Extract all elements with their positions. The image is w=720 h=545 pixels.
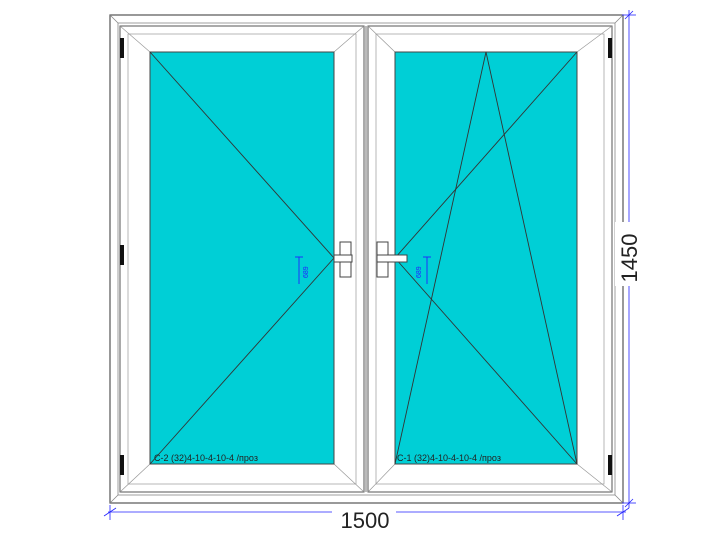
width-dimension-label: 1500	[341, 508, 390, 533]
left-handle-height-marker: 689	[295, 256, 310, 284]
hinge-icon	[608, 38, 612, 58]
hinge-icons	[120, 38, 612, 475]
left-sash: С-2 (32)4-10-4-10-4 /проз	[119, 25, 365, 493]
width-dimension: 1500	[103, 505, 630, 533]
right-tilt-line-right	[485, 51, 578, 465]
hinge-icon	[120, 455, 124, 475]
left-handle	[333, 241, 353, 278]
left-glass-pane	[149, 51, 335, 465]
left-glass-label: С-2 (32)4-10-4-10-4 /проз	[154, 453, 258, 463]
hinge-icon	[120, 245, 124, 265]
right-handle-height-label: 689	[416, 266, 423, 278]
hinge-icon	[120, 38, 124, 58]
left-opening-line-top	[149, 51, 335, 259]
right-opening-line-bottom	[394, 257, 578, 465]
hinge-icon	[608, 455, 612, 475]
left-handle-height-label: 689	[303, 266, 310, 278]
left-opening-line-bottom	[149, 257, 335, 465]
right-opening-line-top	[394, 51, 578, 259]
right-sash: С-1 (32)4-10-4-10-4 /проз	[367, 25, 613, 493]
right-handle	[376, 241, 408, 278]
right-glass-label: С-1 (32)4-10-4-10-4 /проз	[397, 453, 501, 463]
height-dimension-label: 1450	[617, 234, 642, 283]
right-handle-height-marker: 689	[416, 256, 431, 284]
height-dimension: 1450	[615, 10, 643, 508]
right-tilt-line-left	[394, 51, 487, 465]
right-glass-pane	[394, 51, 578, 465]
